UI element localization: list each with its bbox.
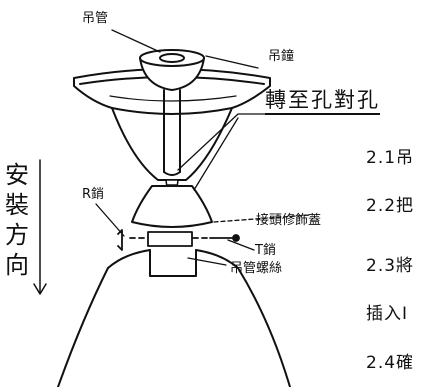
label-t-pin: T銷 bbox=[255, 243, 276, 258]
direction-char: 向 bbox=[5, 251, 29, 279]
label-canopy: 吊鐘 bbox=[268, 49, 295, 64]
direction-char: 安 bbox=[5, 161, 29, 189]
step-heading: 轉至孔對孔 bbox=[265, 90, 380, 115]
coupling-cover-part bbox=[131, 185, 213, 228]
direction-char: 裝 bbox=[5, 191, 29, 219]
pin-assembly-part bbox=[117, 229, 240, 251]
step-2-1: 2.1吊 bbox=[366, 148, 415, 168]
step-2-3: 2.3將 bbox=[366, 256, 415, 276]
motor-housing-part bbox=[57, 249, 291, 387]
hanger-ball-part bbox=[139, 49, 205, 91]
installation-direction-label: 安 裝 方 向 bbox=[2, 160, 32, 280]
step-2-4: 2.4確 bbox=[366, 353, 415, 373]
direction-char: 方 bbox=[5, 221, 29, 249]
step-2-2: 2.2把 bbox=[366, 196, 415, 216]
leader-lines bbox=[95, 29, 311, 266]
label-pipe-screw: 吊管螺絲 bbox=[230, 261, 283, 276]
label-hanger-pipe: 吊管 bbox=[82, 11, 109, 26]
label-decorative-cover: 接頭修飾蓋 bbox=[256, 213, 322, 228]
step-insert: 插入I bbox=[366, 304, 409, 324]
downrod-part bbox=[163, 89, 181, 176]
direction-arrow bbox=[33, 159, 47, 295]
label-r-pin: R銷 bbox=[82, 187, 105, 202]
